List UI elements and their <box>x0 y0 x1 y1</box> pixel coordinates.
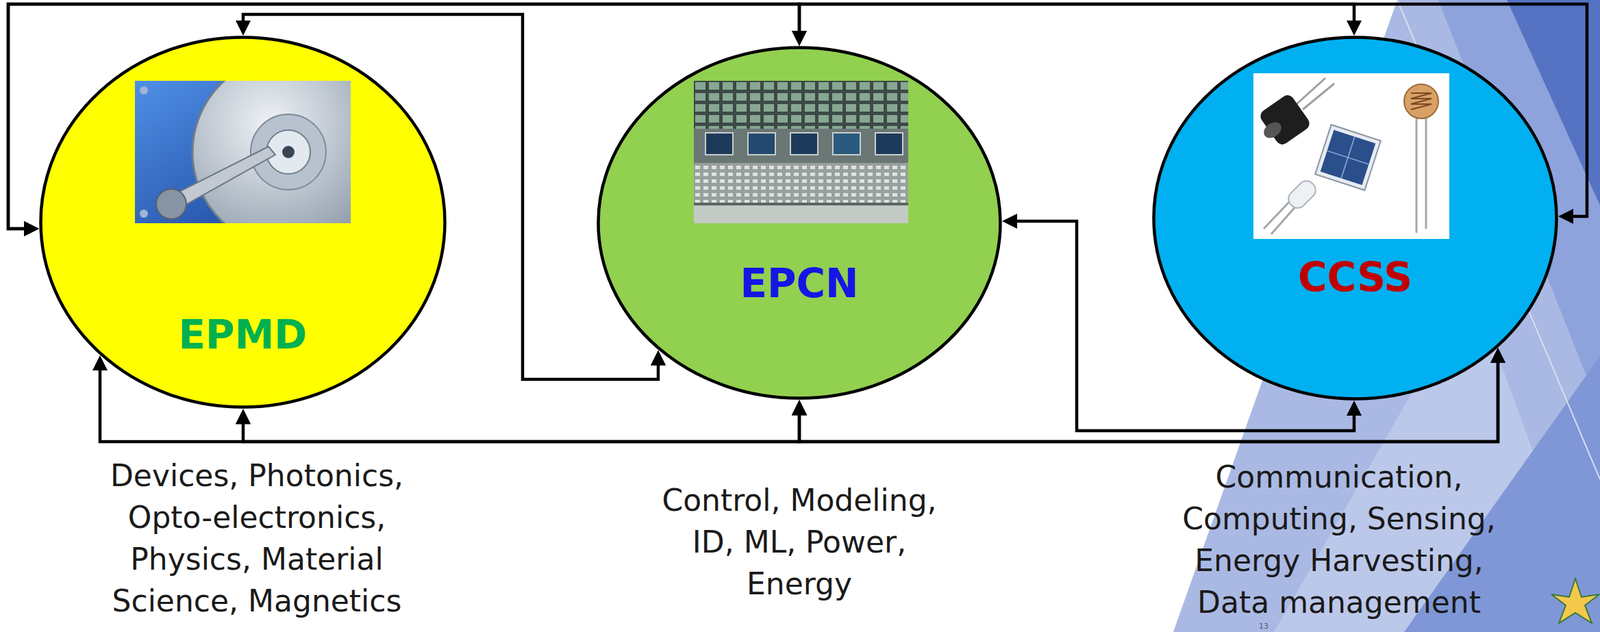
logo-star <box>1551 578 1600 624</box>
label-slot: Control, Modeling, ID, ML, Power, Energy <box>645 479 954 605</box>
label-slot: Communication, Computing, Sensing, Energ… <box>1167 456 1511 624</box>
node-title: EPCN <box>596 260 1003 307</box>
page-number: 13 <box>1250 622 1278 631</box>
connector-arrow <box>243 406 800 442</box>
circle-node: EPCN <box>596 45 1003 400</box>
topic-list: Control, Modeling, ID, ML, Power, Energy <box>645 479 954 605</box>
label-slot: Devices, Photonics, Opto-electronics, Ph… <box>85 454 429 622</box>
connector-group <box>8 4 1587 442</box>
ellipse-outline <box>1152 35 1559 401</box>
topic-list: Communication, Computing, Sensing, Energ… <box>1167 456 1511 624</box>
topic-list: Devices, Photonics, Opto-electronics, Ph… <box>85 454 429 622</box>
connector-arrow <box>799 4 1355 40</box>
circle-node: CCSS <box>1152 35 1559 401</box>
node-title: EPMD <box>39 312 447 359</box>
ellipse-outline <box>596 45 1003 400</box>
corner-logo <box>1551 578 1600 624</box>
ellipse-shape <box>598 47 1001 399</box>
ellipse-shape <box>1154 37 1557 400</box>
label-slot: 13 <box>1250 622 1278 631</box>
circle-node: EPMD <box>39 35 447 409</box>
node-title: CCSS <box>1152 254 1559 301</box>
